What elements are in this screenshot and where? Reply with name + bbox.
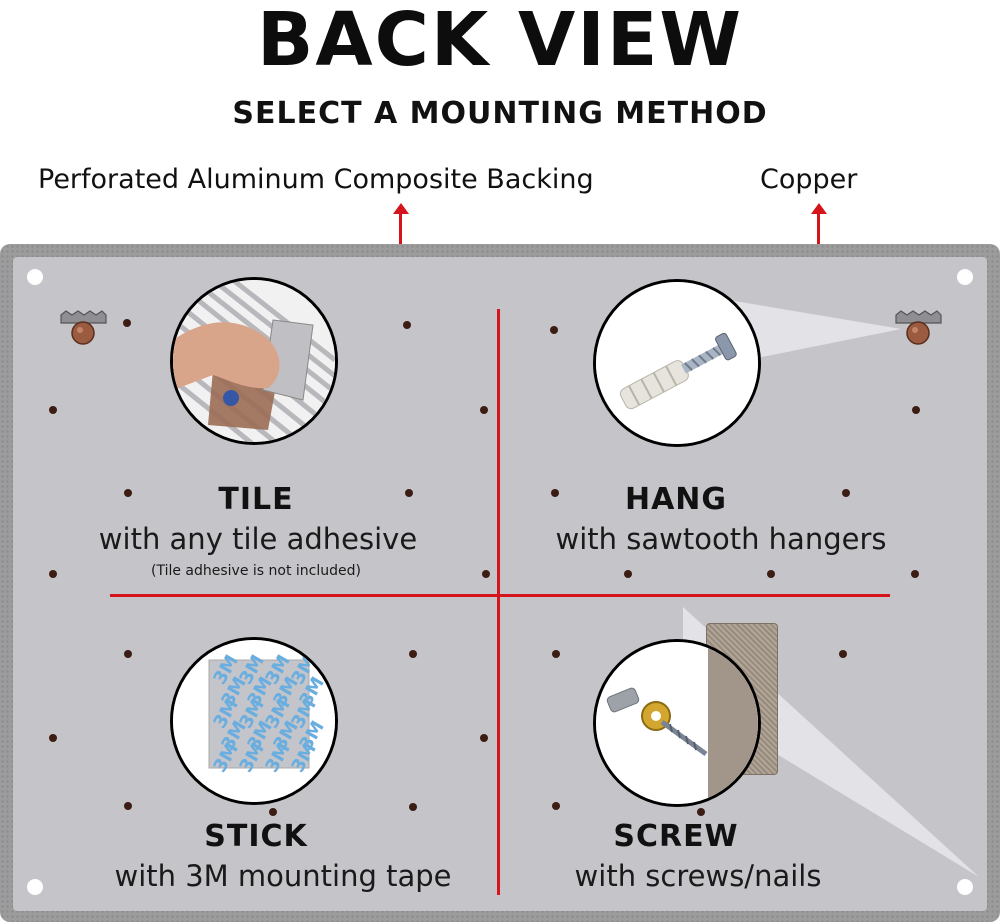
perforation [124,802,132,810]
corner-hole [957,269,973,285]
perforation [403,321,411,329]
perforation [124,489,132,497]
perforation [911,570,919,578]
stick-title: STICK [204,819,308,854]
hang-subtitle: with sawtooth hangers [555,522,887,556]
perforation [550,326,558,334]
hang-image [593,279,761,447]
perforation [49,570,57,578]
copper-callout: Copper [760,164,858,195]
sawtooth-hanger-right [895,310,942,345]
backing-arrow-head [393,203,409,214]
corner-hole [27,879,43,895]
tile-subtitle: with any tile adhesive [98,522,418,556]
copper-arrow-head [811,203,827,214]
stick-subtitle: with 3M mounting tape [114,859,452,893]
perforation [839,650,847,658]
backing-callout: Perforated Aluminum Composite Backing [38,164,594,195]
corner-hole [957,879,973,895]
perforation [624,570,632,578]
perforation [269,808,277,816]
vertical-divider [497,309,500,895]
perforation [842,489,850,497]
screw-title: SCREW [613,819,739,854]
page-title: BACK VIEW [256,0,744,83]
perforation [697,808,705,816]
perforation [552,802,560,810]
perforation [480,406,488,414]
perforation [409,650,417,658]
sawtooth-hanger-left [60,310,107,345]
screw-image [593,639,761,807]
perforation [49,734,57,742]
horizontal-divider [110,594,890,597]
perforation [480,734,488,742]
perforation [552,650,560,658]
hang-title: HANG [624,482,728,517]
tile-note: (Tile adhesive is not included) [151,563,361,579]
perforation [405,489,413,497]
perforation [409,803,417,811]
corner-hole [27,269,43,285]
perforation [49,406,57,414]
perforation [123,319,131,327]
screw-subtitle: with screws/nails [574,859,822,893]
perforation [551,489,559,497]
page-subtitle: SELECT A MOUNTING METHOD [232,96,768,131]
perforation [767,570,775,578]
tile-image [170,277,338,445]
tile-title: TILE [218,482,294,517]
copper-arrow-line [817,212,820,252]
perforation [124,650,132,658]
perforation [482,570,490,578]
perforation [912,406,920,414]
